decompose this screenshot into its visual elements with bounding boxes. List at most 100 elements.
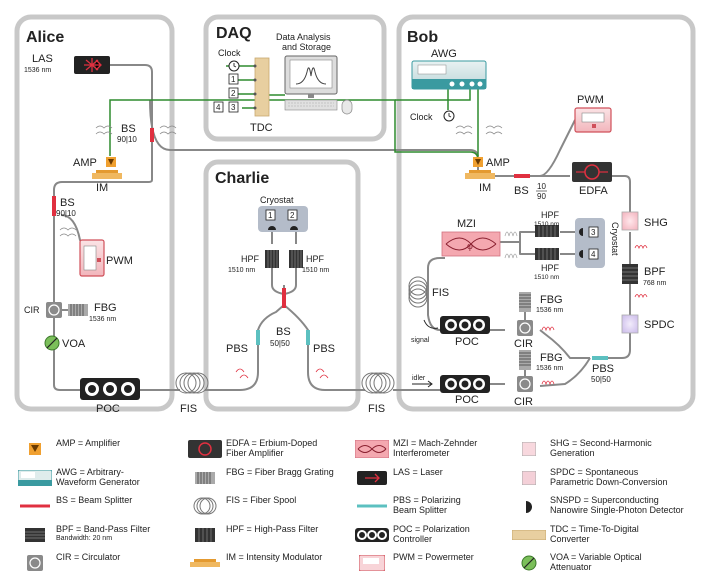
awg-icon: [411, 60, 487, 90]
bob-signal-label: signal: [411, 337, 430, 344]
bob-title: Bob: [407, 29, 438, 46]
daq-channel-4: 4: [216, 103, 221, 112]
bob-box: [396, 14, 696, 412]
legend-label-line2: Controller: [393, 533, 433, 544]
voa-icon: [512, 552, 546, 574]
svg-text:φ: φ: [467, 241, 473, 251]
legend-label: AWG = Arbitrary-: [56, 466, 124, 477]
bob-fiber-spool-icon: [408, 276, 428, 308]
daq-channel-1-box: [228, 73, 239, 85]
computer-icon: [284, 55, 353, 115]
alice-cir-label: CIR: [24, 305, 40, 315]
bob-clock-label: Clock: [410, 112, 433, 122]
bob-amp-label: AMP: [486, 157, 510, 169]
bob-fbg-bottom-icon: [519, 350, 531, 370]
legend-label-line2: Beam Splitter: [393, 505, 448, 515]
bob-fbg-top-wavelength: 1536 nm: [536, 307, 563, 314]
charlie-hpf-right-label: HPF: [306, 254, 325, 264]
bob-fbg-bottom-label: FBG: [540, 352, 563, 364]
bob-cryostat-label: Cryostat: [610, 222, 620, 256]
bob-intensity-modulator-icon: [465, 170, 495, 179]
legend-label: PBS = Polarizing: [393, 495, 461, 505]
fbg-pulses: [541, 326, 555, 386]
alice-las-label: LAS: [32, 53, 53, 65]
bob-poc-bottom-label: POC: [455, 394, 479, 406]
bob-powermeter-icon: [574, 107, 612, 133]
legend-label: VOA = Variable Optical: [550, 552, 642, 562]
edfa-icon: [572, 162, 612, 182]
legend-label: BPF = Band-Pass Filter: [56, 523, 151, 534]
bob-edfa-label: EDFA: [579, 185, 608, 197]
intensity-modulator-icon: [188, 552, 222, 574]
charlie-det-1: 1: [268, 211, 273, 220]
powermeter-icon: [79, 239, 105, 277]
legend-label-line2: Nanowire Single-Photon Detector: [550, 505, 684, 515]
snspd-icon: [512, 495, 546, 517]
legend-label: EDFA = Erbium-Doped: [226, 438, 318, 448]
bob-cir-bottom-label: CIR: [514, 396, 533, 408]
shg-pulses: [634, 245, 648, 250]
legend-label-line2: Parametric Down-Conversion: [550, 476, 668, 487]
fis-left-label: FIS: [180, 403, 197, 415]
bob-pbs-label: PBS: [592, 363, 614, 375]
legend-label: SPDC = Spontaneous: [550, 466, 639, 477]
bob-bs-ratio-bottom: 90: [537, 192, 546, 201]
voa-icon: [44, 335, 60, 351]
bob-fbg-top-icon: [519, 292, 531, 312]
charlie-det-2: 2: [290, 211, 295, 220]
mzi-icon: φ: [441, 231, 501, 257]
polarizing-beam-splitter-icon: [355, 495, 389, 517]
mzi-icon: [355, 438, 389, 460]
alice-im-label: IM: [96, 182, 108, 194]
alice-box: [14, 14, 175, 412]
legend-label-note: Bandwidth: 20 nm: [56, 534, 113, 542]
bob-hpf-top-wavelength: 1510 nm: [534, 221, 559, 228]
pulse-glyphs: [59, 125, 177, 237]
legend-item-las: LAS = Laser: [355, 467, 443, 489]
daq-analysis-line2: and Storage: [282, 42, 331, 52]
legend-label: MZI = Mach-Zehnder: [393, 438, 478, 448]
high-pass-filter-icon: [265, 250, 303, 268]
charlie-hpf-left-wavelength: 1510 nm: [228, 267, 255, 274]
alice-bs-mid-label: BS: [60, 197, 75, 209]
daq-channel-3: 3: [231, 103, 236, 112]
bob-im-label: IM: [479, 182, 491, 194]
bob-hpf-bottom-wavelength: 1510 nm: [534, 274, 559, 281]
legend-label: BS = Beam Splitter: [56, 495, 133, 505]
bob-bpf-wavelength: 768 nm: [643, 280, 667, 287]
daq-channel-3-box: [228, 101, 239, 113]
alice-fbg-wavelength: 1536 nm: [89, 316, 116, 323]
beam-splitter-icon: [18, 495, 52, 517]
alice-bs-top-label: BS: [121, 123, 136, 135]
charlie-pulses: [235, 368, 329, 379]
legend-item-cir: CIR = Circulator: [18, 552, 120, 574]
bob-hpf-bottom-label: HPF: [541, 263, 560, 273]
bob-awg-label: AWG: [431, 48, 457, 60]
bob-bpf-label: BPF: [644, 266, 666, 278]
legend-item-fbg: FBG = Fiber Bragg Grating: [188, 467, 334, 489]
beam-splitters: [52, 128, 530, 308]
bob-pwm-label: PWM: [577, 94, 604, 106]
daq-channel-4-box: [213, 101, 224, 113]
spdc-icon: [512, 467, 546, 489]
bob-bs-label: BS: [514, 185, 529, 197]
daq-clock-label: Clock: [218, 48, 241, 58]
legend-item-im: IM = Intensity Modulator: [188, 552, 322, 574]
charlie-pbs-left-label: PBS: [226, 343, 248, 355]
band-pass-filter-icon: [18, 524, 52, 546]
legend-label: FBG = Fiber Bragg Grating: [226, 466, 334, 477]
bob-amplifier-icon: [473, 157, 483, 167]
daq-title: DAQ: [216, 25, 252, 42]
bob-poc-top-label: POC: [455, 336, 479, 348]
bob-cryostat-icon: [575, 218, 605, 268]
legend-label: HPF = High-Pass Filter: [226, 523, 319, 534]
alice-title: Alice: [26, 29, 64, 46]
legend-label: CIR = Circulator: [56, 552, 121, 562]
bpf-pulses: [634, 294, 648, 299]
